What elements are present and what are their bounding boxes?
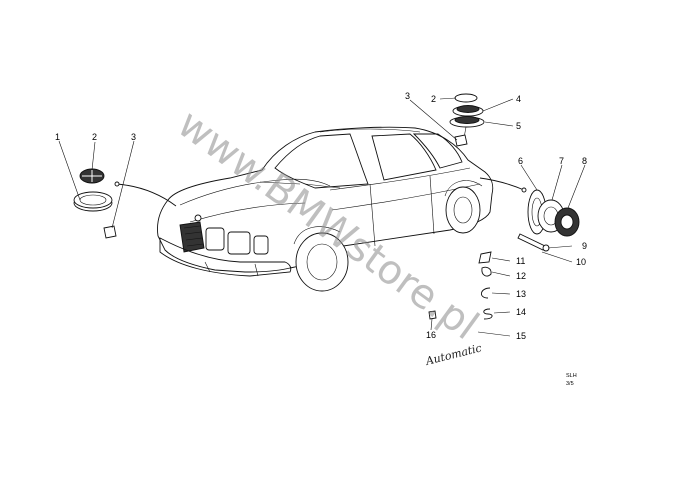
leader-lines (58, 97, 586, 337)
automatic-script-badge: Automatic (423, 341, 483, 368)
callout-2-top: 2 (431, 94, 436, 104)
callout-15: 15 (516, 331, 526, 341)
callout-16: 16 (426, 330, 436, 340)
callout-2: 2 (92, 132, 97, 142)
callout-7: 7 (559, 156, 564, 166)
callout-6: 6 (518, 156, 523, 166)
callout-13: 13 (516, 289, 526, 299)
callout-1: 1 (55, 132, 60, 142)
diagram-code-line2: 3/5 (566, 381, 574, 387)
watermark: www.BMWstore.pl (169, 101, 487, 349)
diagram-code: SLH 3/5 (566, 373, 577, 387)
callout-3: 3 (131, 132, 136, 142)
rear-emblem-assembly (449, 93, 485, 147)
car-illustration (157, 126, 494, 292)
callout-10: 10 (576, 257, 586, 267)
callout-8: 8 (582, 156, 587, 166)
front-emblem-assembly (73, 168, 177, 239)
diagram-code-line1: SLH (566, 373, 577, 379)
callout-11: 11 (516, 256, 525, 266)
wheel-cap-assembly (479, 177, 580, 252)
callout-3-top: 3 (405, 91, 410, 101)
callout-9: 9 (582, 241, 587, 251)
callout-12: 12 (516, 271, 526, 281)
script-parts (428, 251, 493, 320)
callout-5: 5 (516, 121, 521, 131)
callout-numbers: 1 2 3 3 2 4 5 6 7 8 9 10 11 12 13 14 15 … (55, 91, 587, 341)
callout-4: 4 (516, 94, 521, 104)
callout-14: 14 (516, 307, 526, 317)
